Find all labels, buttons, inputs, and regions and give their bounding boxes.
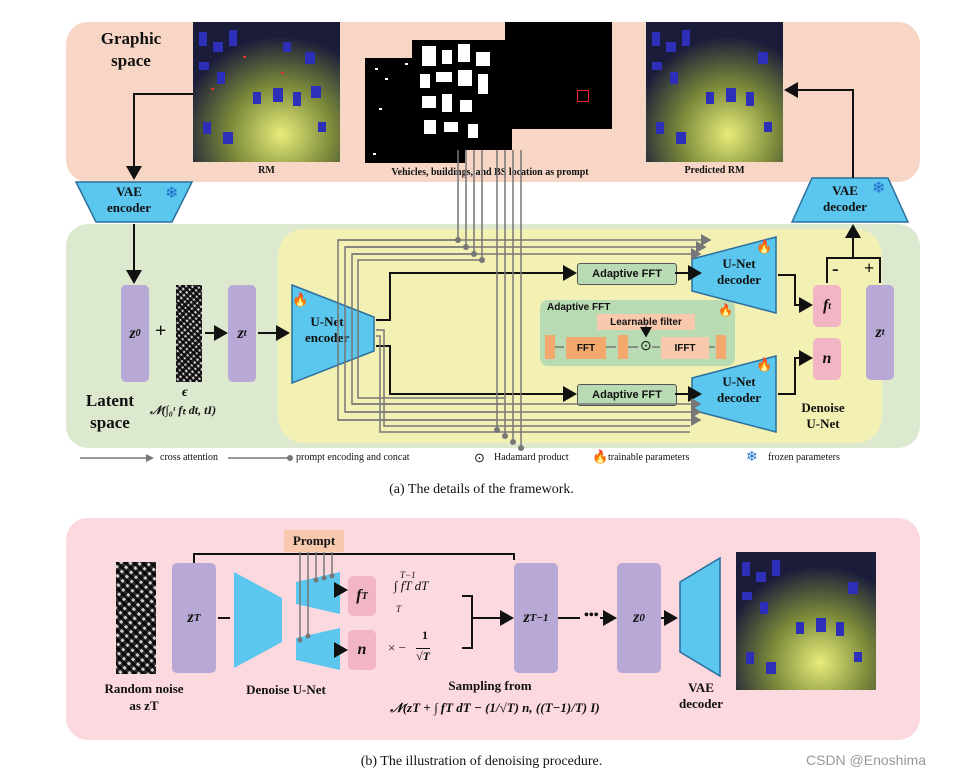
sampling-distribution: 𝒩(zT + ∫ fT dT − (1/√T) n, ((T−1)/T) I) xyxy=(390,700,600,715)
watermark: CSDN @Enoshima xyxy=(806,752,927,768)
hadamard-legend-symbol: ⊙ xyxy=(474,450,485,465)
legend-cross-attention: cross attention xyxy=(160,452,219,463)
integral-upper: T−1 xyxy=(400,570,416,580)
integral-expression: ∫ fT dT xyxy=(394,578,429,593)
caption-a: (a) The details of the framework. xyxy=(389,482,574,497)
flame-icon: 🔥 xyxy=(292,292,309,307)
integral-lower: T xyxy=(396,604,402,614)
flame-icon: 🔥 xyxy=(718,303,733,317)
freq-block xyxy=(618,335,628,359)
unet-decoder-bottom-label: U-Net decoder xyxy=(716,374,762,405)
predicted-rm-label: Predicted RM xyxy=(684,165,745,176)
n-block: n xyxy=(813,338,841,380)
cross-attention-legend-icon xyxy=(80,454,154,462)
output-rm-image xyxy=(736,552,876,690)
fft-out-block xyxy=(716,335,726,359)
legend-hadamard: Hadamard product xyxy=(494,452,569,463)
flame-icon: 🔥 xyxy=(756,357,773,372)
prompt-box: Prompt xyxy=(284,530,344,552)
denoise-unet-decoder-top-shape xyxy=(296,572,340,614)
prompt-images-label: Vehicles, buildings, and BS location as … xyxy=(391,167,589,178)
vae-decoder-b-shape xyxy=(679,556,721,678)
denoise-unet-decoder-bottom-shape xyxy=(296,628,340,670)
vae-decoder-shape xyxy=(790,177,910,223)
noise-image xyxy=(176,285,202,382)
bs-location-prompt-image xyxy=(505,22,612,129)
scale-expression: × − xyxy=(388,640,406,655)
minus-sign: - xyxy=(832,258,839,280)
adaptive-fft-title: Adaptive FFT xyxy=(547,302,611,313)
scale-frac-den: √T xyxy=(416,648,430,663)
ifft-box: IFFT xyxy=(661,337,709,359)
scale-frac-num: 1 xyxy=(422,628,428,642)
random-noise-label: Random noise as zT xyxy=(104,681,184,713)
epsilon-distribution: 𝒩(∫₀ᵗ fₜ dt, tI) xyxy=(150,403,217,417)
rm-label: RM xyxy=(258,165,275,176)
vae-encoder-label: VAE encoder xyxy=(106,184,152,215)
plus-sign: + xyxy=(155,320,167,342)
fft-box: FFT xyxy=(566,337,606,359)
predicted-rm-image xyxy=(646,22,783,162)
ellipsis: ••• xyxy=(584,608,599,623)
caption-b: (b) The illustration of denoising proced… xyxy=(360,754,603,769)
plus-sign-right: + xyxy=(864,258,875,278)
buildings-prompt-image xyxy=(412,40,512,150)
legend-trainable: trainable parameters xyxy=(608,452,690,463)
unet-decoder-top-label: U-Net decoder xyxy=(716,256,762,287)
random-noise-image xyxy=(116,562,156,674)
adaptive-fft-top: Adaptive FFT xyxy=(577,263,677,285)
n-block-b: n xyxy=(348,630,376,670)
hadamard-symbol: ⊙ xyxy=(640,339,652,354)
vae-decoder-label: VAE decoder xyxy=(822,183,868,214)
sampling-from-label: Sampling from xyxy=(448,678,532,693)
denoise-unet-label: Denoise U-Net xyxy=(801,400,845,431)
snowflake-icon: ❄ xyxy=(746,450,758,465)
graphic-space-label: Graphic space xyxy=(100,29,162,70)
prompt-encoding-legend-icon xyxy=(228,455,293,461)
rm-image xyxy=(193,22,340,162)
denoise-unet-encoder-shape xyxy=(234,572,282,668)
legend-frozen: frozen parameters xyxy=(768,452,840,463)
snowflake-icon: ❄ xyxy=(872,180,886,197)
latent-space-label: Latent space xyxy=(85,391,135,432)
denoise-unet-label-b: Denoise U-Net xyxy=(246,682,326,697)
flame-icon: 🔥 xyxy=(592,449,609,464)
epsilon-label: ϵ xyxy=(182,385,189,400)
vae-encoder-shape xyxy=(74,181,194,223)
adaptive-fft-bottom: Adaptive FFT xyxy=(577,384,677,406)
flame-icon: 🔥 xyxy=(756,239,773,254)
fft-in-block xyxy=(545,335,555,359)
legend-prompt-encoding: prompt encoding and concat xyxy=(296,452,410,463)
unet-encoder-shape xyxy=(291,283,375,385)
vae-decoder-b-label: VAE decoder xyxy=(678,680,724,711)
snowflake-icon: ❄ xyxy=(165,185,179,202)
